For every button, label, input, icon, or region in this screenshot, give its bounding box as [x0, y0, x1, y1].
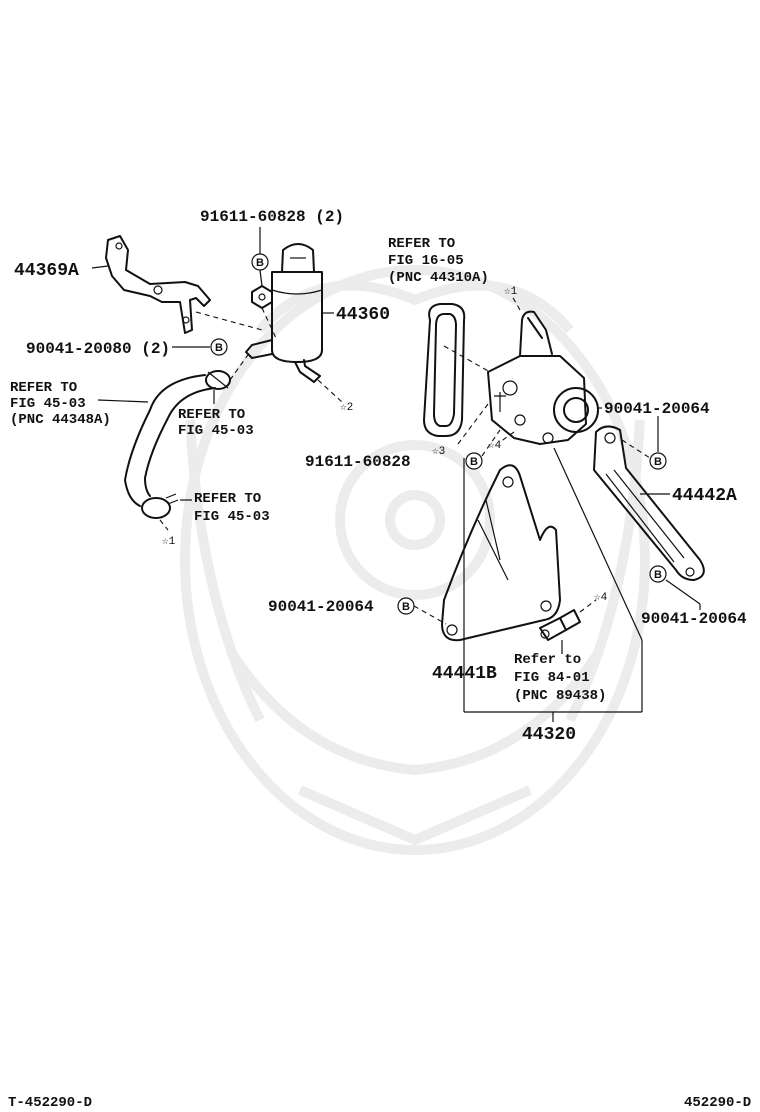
label-44360: 44360 — [336, 305, 390, 325]
bracket-44369a[interactable] — [105, 235, 211, 334]
bracket-44442a[interactable] — [593, 425, 705, 581]
badge-b-bolt-left: B — [210, 338, 228, 356]
label-bolt-right-upper: 90041-20064 — [604, 400, 710, 418]
star-2: ☆2 — [340, 402, 353, 414]
pressure-sensor[interactable] — [539, 609, 581, 641]
assembly-bracket-44320 — [463, 447, 643, 722]
star-1-top: ☆1 — [504, 286, 518, 298]
svg-text:B: B — [256, 257, 264, 269]
svg-text:REFER TO: REFER TO — [178, 407, 245, 423]
svg-text:B: B — [402, 601, 410, 613]
svg-text:(PNC 44348A): (PNC 44348A) — [10, 412, 111, 428]
drive-belt[interactable] — [423, 303, 466, 437]
badge-b-bolt-right-lower: B — [649, 565, 667, 583]
star-4-pump: ☆4 — [488, 440, 502, 452]
label-44369a: 44369A — [14, 261, 79, 281]
svg-text:FIG 45-03: FIG 45-03 — [10, 396, 86, 412]
label-clip-mid: 91611-60828 — [305, 453, 411, 471]
svg-text:(PNC 89438): (PNC 89438) — [514, 688, 606, 704]
reservoir-44360[interactable] — [245, 243, 323, 383]
hose[interactable] — [124, 374, 216, 507]
svg-text:B: B — [654, 569, 662, 581]
badge-b-bolt-right-upper: B — [649, 452, 667, 470]
label-bolt-right-lower: 90041-20064 — [641, 610, 747, 628]
hose-clamp-lower[interactable] — [141, 493, 179, 519]
svg-text:REFER TO: REFER TO — [10, 380, 77, 396]
ref-belt: REFER TO FIG 16-05 (PNC 44310A) — [388, 236, 489, 286]
badge-b-clip-top: B — [251, 253, 269, 271]
badge-b-bolt-mid-left: B — [397, 597, 415, 615]
footer-left-code: T-452290-D — [8, 1095, 92, 1111]
svg-text:FIG 16-05: FIG 16-05 — [388, 253, 464, 269]
ref-clamp-lower: REFER TO FIG 45-03 — [194, 491, 270, 525]
label-bolt-mid-left: 90041-20064 — [268, 598, 374, 616]
clip-nut[interactable] — [251, 285, 273, 309]
svg-text:REFER TO: REFER TO — [194, 491, 261, 507]
badge-b-clip-mid: B — [465, 452, 483, 470]
svg-text:B: B — [470, 456, 478, 468]
svg-text:FIG 45-03: FIG 45-03 — [194, 509, 270, 525]
footer-right-code: 452290-D — [684, 1095, 751, 1111]
label-clip-top: 91611-60828 (2) — [200, 208, 344, 226]
star-1-bottom: ☆1 — [162, 536, 176, 548]
ref-sensor: Refer to FIG 84-01 (PNC 89438) — [514, 652, 606, 704]
svg-text:REFER TO: REFER TO — [388, 236, 455, 252]
svg-text:B: B — [654, 456, 662, 468]
svg-text:FIG 45-03: FIG 45-03 — [178, 423, 254, 439]
svg-text:B: B — [215, 342, 223, 354]
ref-hose: REFER TO FIG 45-03 (PNC 44348A) — [10, 380, 111, 428]
pump-44320[interactable] — [487, 310, 599, 445]
watermark-emblem — [180, 265, 650, 855]
label-bolt-left: 90041-20080 (2) — [26, 340, 170, 358]
star-3: ☆3 — [432, 446, 445, 458]
label-44320: 44320 — [522, 725, 576, 745]
label-44442a: 44442A — [672, 486, 737, 506]
svg-text:FIG 84-01: FIG 84-01 — [514, 670, 590, 686]
ref-clamp-upper: REFER TO FIG 45-03 — [178, 407, 254, 439]
svg-text:(PNC 44310A): (PNC 44310A) — [388, 270, 489, 286]
hose-clamp-upper[interactable] — [205, 370, 231, 390]
bracket-44441b[interactable] — [441, 464, 561, 642]
svg-text:Refer to: Refer to — [514, 652, 581, 668]
star-4-sensor: ☆4 — [594, 592, 608, 604]
